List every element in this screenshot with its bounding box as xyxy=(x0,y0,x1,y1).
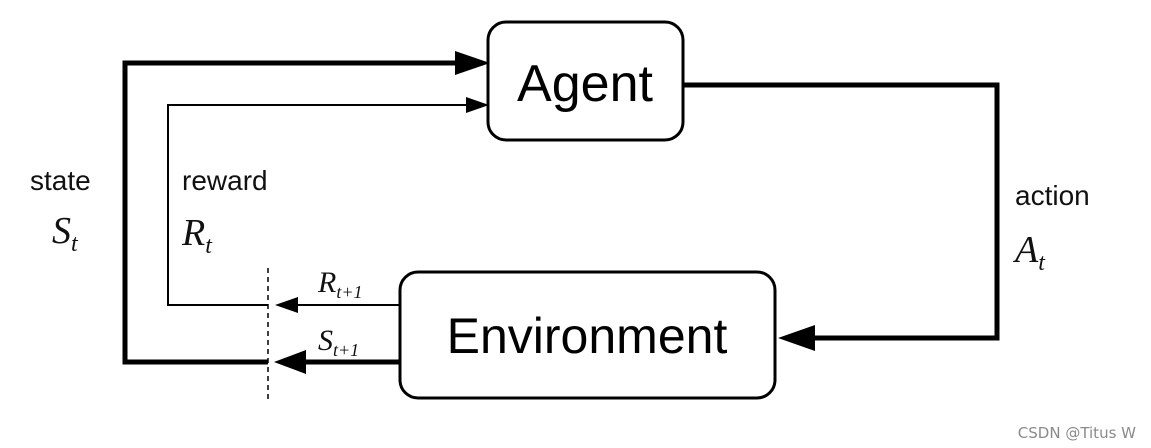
action-arrowhead xyxy=(778,325,815,351)
environment-node: Environment xyxy=(398,270,777,400)
agent-label: Agent xyxy=(517,55,653,113)
state-symbol-base: S xyxy=(52,210,71,252)
next-state-symbol: St+1 xyxy=(318,324,359,360)
next-reward-arrow xyxy=(275,297,400,313)
state-line xyxy=(122,60,460,365)
agent-node: Agent xyxy=(486,20,685,142)
environment-label: Environment xyxy=(447,308,728,364)
reward-arrowhead xyxy=(466,97,489,113)
state-label: state xyxy=(30,165,91,196)
reward-symbol-base: R xyxy=(181,212,205,254)
environment-box xyxy=(398,270,777,400)
reward-symbol-sub: t xyxy=(205,233,213,259)
next-reward-symbol-sub: t+1 xyxy=(336,282,362,302)
next-reward-symbol-base: R xyxy=(317,266,336,299)
next-reward-symbol: Rt+1 xyxy=(317,266,362,302)
action-symbol: At xyxy=(1012,229,1046,276)
state-symbol: St xyxy=(52,210,79,257)
action-label: action xyxy=(1015,180,1090,211)
next-state-arrowhead xyxy=(274,350,306,374)
reward-label: reward xyxy=(182,165,268,196)
next-state-arrow xyxy=(274,350,400,374)
action-line xyxy=(683,82,1000,341)
reward-line xyxy=(167,104,470,306)
state-symbol-sub: t xyxy=(71,231,79,257)
watermark: CSDN @Titus W xyxy=(1018,424,1136,442)
reward-arrow xyxy=(167,97,489,306)
state-arrow xyxy=(122,51,490,365)
state-arrowhead xyxy=(455,51,490,75)
agent-box xyxy=(486,20,685,142)
reward-symbol: Rt xyxy=(181,212,213,259)
next-reward-arrowhead xyxy=(275,297,298,313)
action-arrow xyxy=(683,82,1000,351)
next-state-symbol-sub: t+1 xyxy=(333,340,359,360)
action-symbol-sub: t xyxy=(1038,250,1046,276)
action-symbol-base: A xyxy=(1012,229,1039,271)
next-state-symbol-base: S xyxy=(318,324,333,357)
